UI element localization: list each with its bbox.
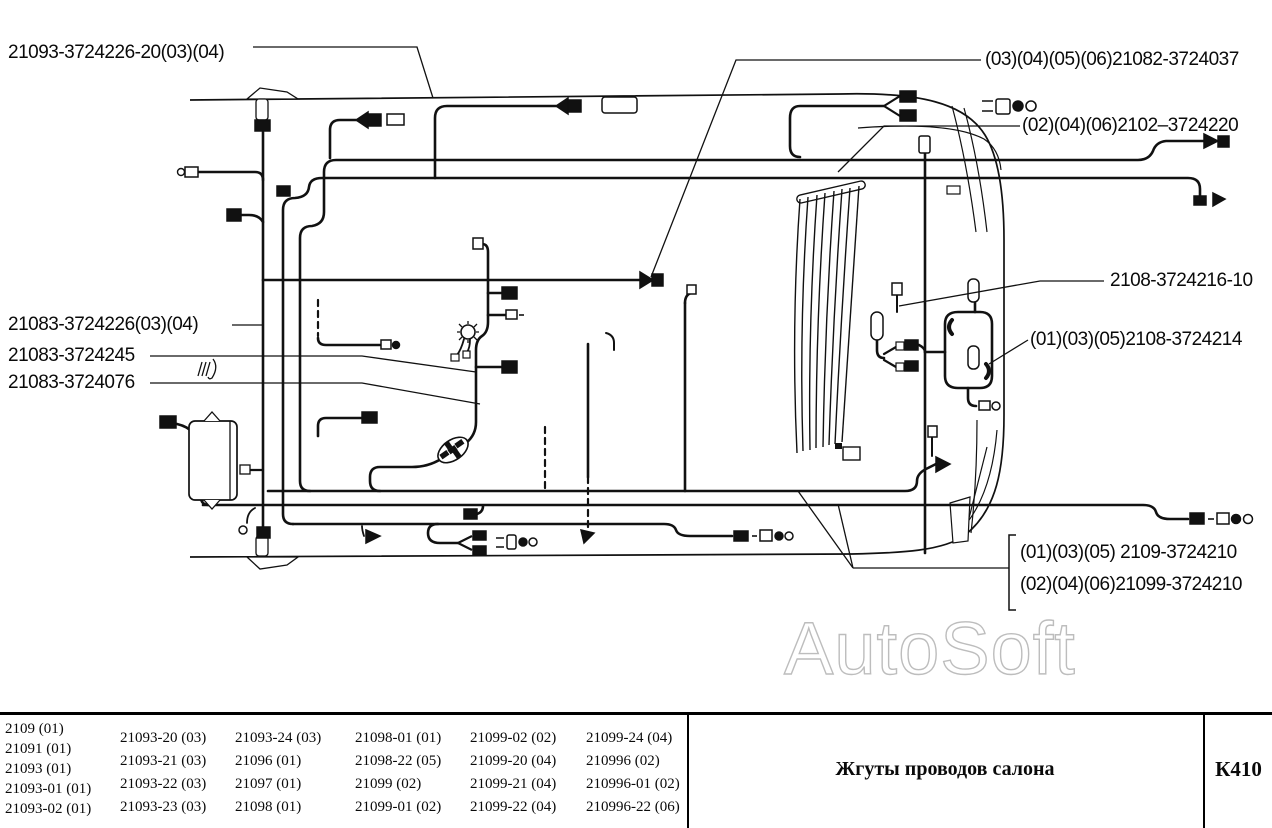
model-code: 21093 (01) (5, 761, 72, 777)
model-code: 210996 (02) (586, 753, 660, 769)
control-unit-box (188, 411, 251, 510)
harness-roof-run-1 (298, 139, 1206, 493)
callout-harness-21083-3724245: 21083-3724245 (8, 345, 135, 366)
harness-center-bundle (464, 278, 490, 445)
callout-harness-21082-3724037: (03)(04)(05)(06)21082-3724037 (985, 49, 1239, 70)
model-code: 21099-02 (02) (470, 730, 557, 746)
model-code: 21093-20 (03) (120, 730, 207, 746)
model-code: 210996-22 (06) (586, 799, 680, 815)
harness-floor-run-3 (291, 522, 734, 538)
callout-harness-21083-3724226: 21083-3724226(03)(04) (8, 314, 199, 335)
model-code: 21093-23 (03) (120, 799, 207, 815)
model-code: 21098-01 (01) (355, 730, 442, 746)
model-list-column-5: 21099-02 (02) 21099-20 (04) 21099-21 (04… (470, 727, 556, 819)
model-list-column-4: 21098-01 (01) 21098-22 (05) 21099 (02) 2… (355, 727, 441, 819)
arrow-connector (354, 110, 369, 130)
harness-floor-run-2 (201, 503, 1190, 521)
interior-wiring-diagram (150, 46, 1254, 611)
model-code: 21099-20 (04) (470, 753, 557, 769)
rear-speaker (949, 496, 971, 544)
callout-harness-2109-3724210: (01)(03)(05) 2109-3724210 (1020, 542, 1237, 563)
model-list-column-1: 2109 (01) 21091 (01) 21093 (01) 21093-01… (5, 719, 91, 819)
model-code: 21098 (01) (235, 799, 302, 815)
model-code: 21091 (01) (5, 741, 72, 757)
defroster-bus-bar (796, 180, 866, 204)
model-code: 21093-24 (03) (235, 730, 322, 746)
callout-harness-2108-3724214: (01)(03)(05)2108-3724214 (1030, 329, 1242, 350)
model-code: 21099-01 (02) (355, 799, 442, 815)
model-code: 21093-21 (03) (120, 753, 207, 769)
footer-divider-2 (1203, 714, 1205, 828)
dome-lamp (870, 311, 884, 341)
footer-divider-1 (687, 714, 689, 828)
model-code: 21097 (01) (235, 776, 302, 792)
pillar-mark-top (255, 98, 269, 121)
model-list-column-3: 21093-24 (03) 21096 (01) 21097 (01) 2109… (235, 727, 321, 819)
model-code: 21093-22 (03) (120, 776, 207, 792)
seat-heater-icon (197, 358, 217, 380)
harness-rear-loop (943, 310, 994, 390)
bracket (1008, 534, 1016, 611)
grommet (460, 324, 476, 340)
model-code: 21093-01 (01) (5, 781, 92, 797)
pillar-fin-top (245, 87, 301, 100)
model-code: 2109 (01) (5, 721, 64, 737)
pillar-fin-bottom (245, 556, 300, 570)
harness-floor-run-1 (266, 462, 938, 493)
trunk-lamp-2 (967, 345, 980, 370)
pillar-mark-bottom (255, 535, 269, 557)
model-code: 21093-02 (01) (5, 801, 92, 817)
model-list-column-6: 21099-24 (04) 210996 (02) 210996-01 (02)… (586, 727, 680, 819)
autosoft-watermark: AutoSoft (783, 606, 1076, 690)
trunk-lamp-1 (967, 278, 980, 303)
model-code: 21099-22 (04) (470, 799, 557, 815)
defroster-connector (842, 446, 861, 461)
connectors (159, 90, 1254, 556)
sheet-title: Жгуты проводов салона (835, 757, 1055, 780)
body-contour (189, 92, 1005, 558)
callout-harness-2102-3724220: (02)(04)(06)2102–3724220 (1022, 115, 1239, 136)
harness-roof-run-2 (281, 176, 1202, 526)
callout-harness-2108-3724216-10: 2108-3724216-10 (1110, 270, 1253, 291)
wiring-harness-paths (175, 104, 1206, 555)
model-code: 21096 (01) (235, 753, 302, 769)
model-code: 21098-22 (05) (355, 753, 442, 769)
callout-harness-21099-3724210: (02)(04)(06)21099-3724210 (1020, 574, 1243, 595)
dome-lamp-connector (891, 282, 903, 296)
callout-harness-21093-3724226-20: 21093-3724226-20(03)(04) (8, 42, 225, 63)
model-code: 21099-24 (04) (586, 730, 673, 746)
c-pillar-top (951, 105, 977, 233)
leader-lines (150, 46, 1104, 611)
rear-window-defroster-grid (793, 180, 866, 461)
model-code: 21099 (02) (355, 776, 422, 792)
model-code: 210996-01 (02) (586, 776, 680, 792)
model-code: 21099-21 (04) (470, 776, 557, 792)
bulb-socket (982, 100, 993, 112)
sheet-code: К410 (1215, 756, 1262, 781)
model-list-column-2: 21093-20 (03) 21093-21 (03) 21093-22 (03… (120, 727, 206, 819)
callout-harness-21083-3724076: 21083-3724076 (8, 372, 135, 393)
footer-top-border (0, 712, 1272, 715)
